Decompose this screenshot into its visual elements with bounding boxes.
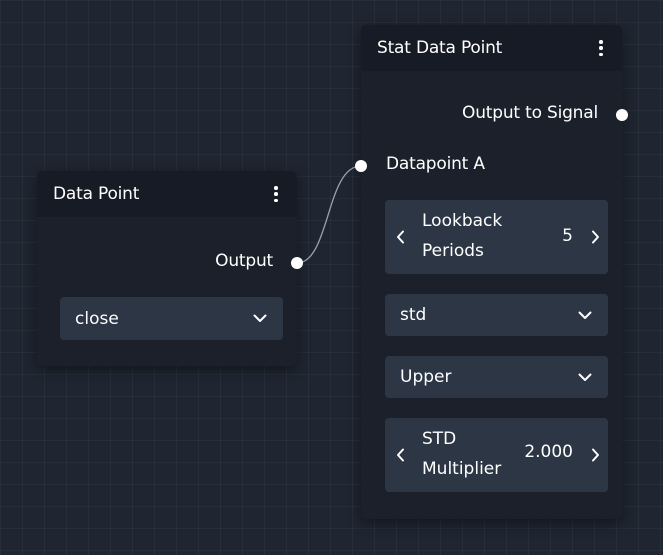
output-port-dot-icon[interactable] — [291, 257, 303, 269]
chevron-right-icon — [591, 448, 599, 462]
output-port-label: Output — [215, 251, 273, 271]
std-multiplier-value: 2.000 — [524, 442, 573, 462]
lookback-periods-label: Lookback Periods — [422, 211, 503, 261]
std-multiplier-label: STD Multiplier — [422, 429, 502, 479]
multiplier-increment-button[interactable] — [582, 418, 608, 492]
chevron-right-icon — [591, 230, 599, 244]
lookback-decrement-button[interactable] — [387, 200, 413, 274]
std-multiplier-stepper[interactable]: STD Multiplier 2.000 — [385, 418, 608, 492]
statistic-select[interactable]: std — [385, 294, 608, 336]
datapoint-a-port-label: Datapoint A — [386, 154, 485, 174]
lookback-periods-value: 5 — [562, 226, 573, 246]
band-select[interactable]: Upper — [385, 356, 608, 398]
chevron-down-icon — [578, 373, 592, 381]
multiplier-decrement-button[interactable] — [387, 418, 413, 492]
output-to-signal-port-dot-icon[interactable] — [616, 109, 628, 121]
output-to-signal-port-label: Output to Signal — [462, 103, 598, 123]
chevron-left-icon — [396, 448, 404, 462]
stat-data-point-node-title: Stat Data Point — [377, 38, 503, 58]
chevron-down-icon — [578, 311, 592, 319]
band-select-value: Upper — [400, 367, 452, 387]
lookback-increment-button[interactable] — [582, 200, 608, 274]
data-point-node-header[interactable]: Data Point — [37, 171, 297, 217]
vertical-ellipsis-icon[interactable] — [271, 185, 281, 203]
datapoint-a-port-dot-icon[interactable] — [355, 160, 367, 172]
vertical-ellipsis-icon[interactable] — [596, 39, 606, 57]
source-select-value: close — [75, 308, 119, 329]
data-point-node[interactable]: Data Point Output close — [37, 171, 303, 366]
stat-data-point-node-header[interactable]: Stat Data Point — [361, 25, 622, 71]
lookback-periods-stepper[interactable]: Lookback Periods 5 — [385, 200, 608, 274]
chevron-left-icon — [396, 230, 404, 244]
chevron-down-icon — [253, 314, 267, 322]
source-select[interactable]: close — [60, 297, 283, 340]
statistic-select-value: std — [400, 305, 427, 325]
data-point-node-title: Data Point — [53, 184, 140, 204]
stat-data-point-node[interactable]: Stat Data Point Output to Signal Datapoi… — [355, 25, 628, 519]
